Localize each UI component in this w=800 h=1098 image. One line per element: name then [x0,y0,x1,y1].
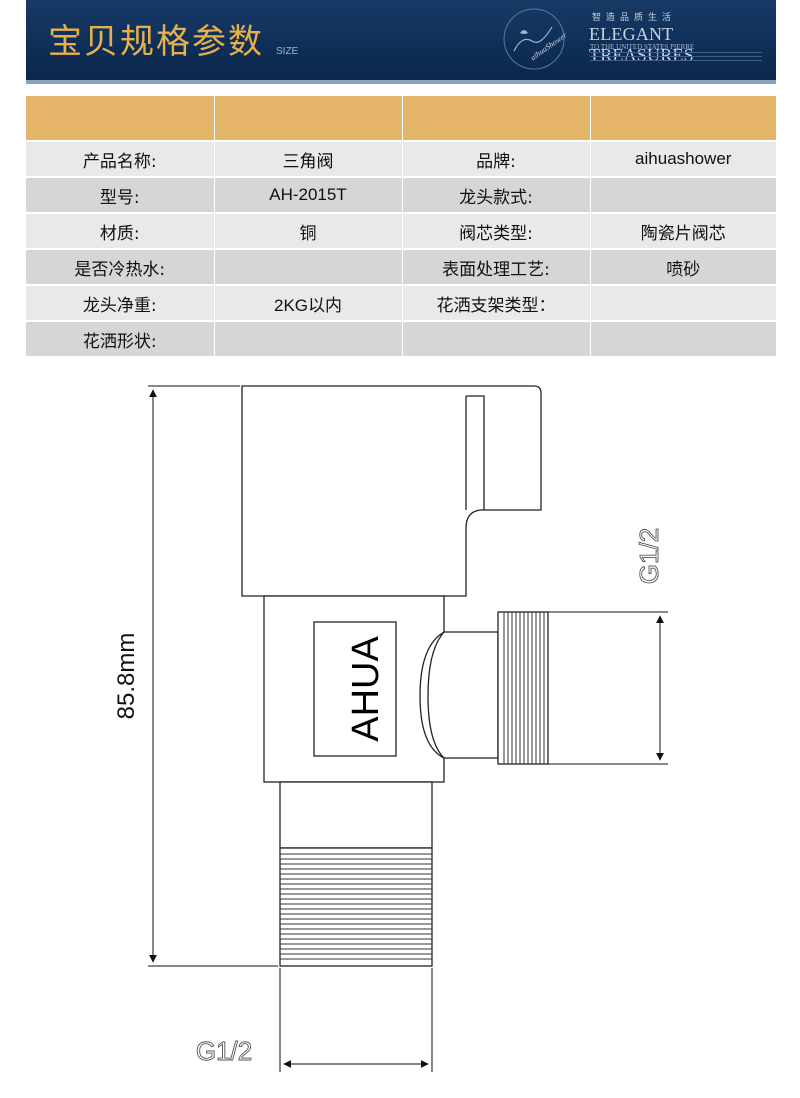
spec-value: aihuashower [590,141,776,178]
spec-label [402,321,591,358]
spec-value: 三角阀 [214,141,403,178]
height-dimension [148,385,278,967]
spec-label: 材质: [26,213,215,250]
page-subtitle: SIZE [276,46,299,57]
table-row: 产品名称: 三角阀 品牌: aihuashower [26,141,776,178]
table-header-cell [402,96,591,142]
spec-value [214,321,403,358]
spec-label: 龙头净重: [26,285,215,322]
lower-stem [279,781,433,849]
page-title: 宝贝规格参数 [48,22,264,62]
spec-value: 喷砂 [590,249,776,286]
table-row: 是否冷热水: 表面处理工艺: 喷砂 [26,249,776,286]
inlet-size-label: G1/2 [196,1036,252,1066]
spec-value [590,177,776,214]
outlet-size-label: G1/2 [634,528,664,584]
spec-label: 花洒形状: [26,321,215,358]
banner-divider [26,80,776,84]
table-header-row [26,96,776,142]
spec-value [214,249,403,286]
table-header-cell [26,96,215,142]
spec-label: 产品名称: [26,141,215,178]
brand-slogan-cn: 智造品质生活 [592,13,677,23]
spec-value [590,321,776,358]
body-label: AHUA [345,636,387,742]
inlet-thread [279,847,433,967]
table-header-cell [590,96,776,142]
spec-label: 花洒支架类型： [402,285,591,322]
spec-label: 龙头款式: [402,177,591,214]
spec-label: 阀芯类型: [402,213,591,250]
brand-emblem-icon: aihuaShower [503,8,568,70]
brand-subline: TO THE UNITED STATES PIERRE [590,43,695,51]
valve-handle [241,385,542,597]
label-plate [313,621,397,757]
header-banner: 宝贝规格参数 SIZE aihuaShower 智造品质生活 ELEGANT T… [26,0,776,82]
inlet-dimension [279,968,433,1072]
outlet-thread-lines [503,612,545,764]
table-row: 花洒形状: [26,321,776,358]
side-outlet-neck [419,631,499,759]
outlet-dimension [548,611,668,765]
spec-value: 铜 [214,213,403,250]
height-label: 85.8mm [113,633,140,720]
table-row: 龙头净重: 2KG以内 花洒支架类型： [26,285,776,322]
spec-label: 型号: [26,177,215,214]
brand-decor-lines [590,52,762,64]
spec-value: 陶瓷片阀芯 [590,213,776,250]
spec-value [590,285,776,322]
spec-label: 是否冷热水: [26,249,215,286]
table-row: 型号: AH-2015T 龙头款式: [26,177,776,214]
spec-value: 2KG以内 [214,285,403,322]
inlet-thread-lines [280,853,432,960]
emblem-text: aihuaShower [529,30,568,62]
spec-label: 品牌: [402,141,591,178]
spec-label: 表面处理工艺: [402,249,591,286]
spec-value: AH-2015T [214,177,403,214]
table-row: 材质: 铜 阀芯类型: 陶瓷片阀芯 [26,213,776,250]
table-header-cell [214,96,403,142]
valve-technical-drawing: AHUA 85.8mm G1/2 G1/2 [113,385,668,1072]
spec-table: 产品名称: 三角阀 品牌: aihuashower 型号: AH-2015T 龙… [26,96,776,358]
